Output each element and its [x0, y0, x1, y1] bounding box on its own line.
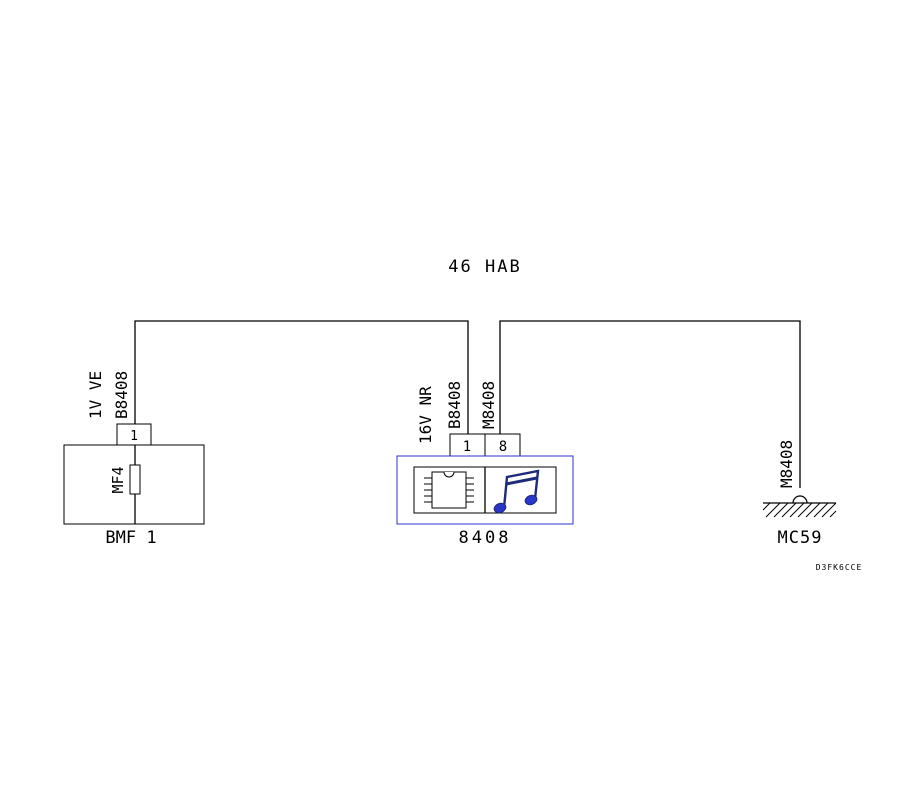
harness-label: 46 HAB: [448, 257, 521, 277]
ground-hatch-icon: [762, 502, 837, 518]
wires: [134, 320, 801, 488]
wire-b8408-bmf: [134, 320, 469, 434]
mc59-name: MC59: [778, 528, 823, 548]
mc59-wire-id: M8408: [777, 440, 796, 488]
c8408-pin-8-label: 8: [499, 439, 507, 455]
fuse-icon: [129, 464, 141, 495]
bmf1-pin-label: 1: [130, 429, 138, 444]
wire-m8408-ground: [499, 320, 801, 488]
fuse-label: MF4: [109, 466, 127, 493]
ground-eyelet-icon: [792, 495, 808, 504]
c8408-pin-1-label: 1: [463, 439, 471, 455]
c8408-component: 1 8 8408 16V NR B8: [396, 381, 574, 548]
c8408-wire-a-id: B8408: [445, 381, 464, 429]
bmf1-wire-color: 1V VE: [86, 371, 105, 419]
music-note-icon: [493, 469, 540, 514]
c8408-name: 8408: [459, 528, 512, 548]
mc59-ground: M8408 MC59: [762, 440, 837, 548]
c8408-frame: [396, 455, 574, 525]
c8408-wire-a-color: 16V NR: [416, 386, 435, 444]
bmf1-name: BMF 1: [105, 528, 156, 548]
chip-icon: [424, 471, 474, 509]
c8408-wire-b-id: M8408: [479, 381, 498, 429]
bmf1-wire-id: B8408: [112, 371, 131, 419]
bmf1-component: 1 MF4 BMF 1 1V VE B8408: [63, 371, 205, 548]
drawing-reference: D3FK6CCE: [816, 563, 863, 572]
